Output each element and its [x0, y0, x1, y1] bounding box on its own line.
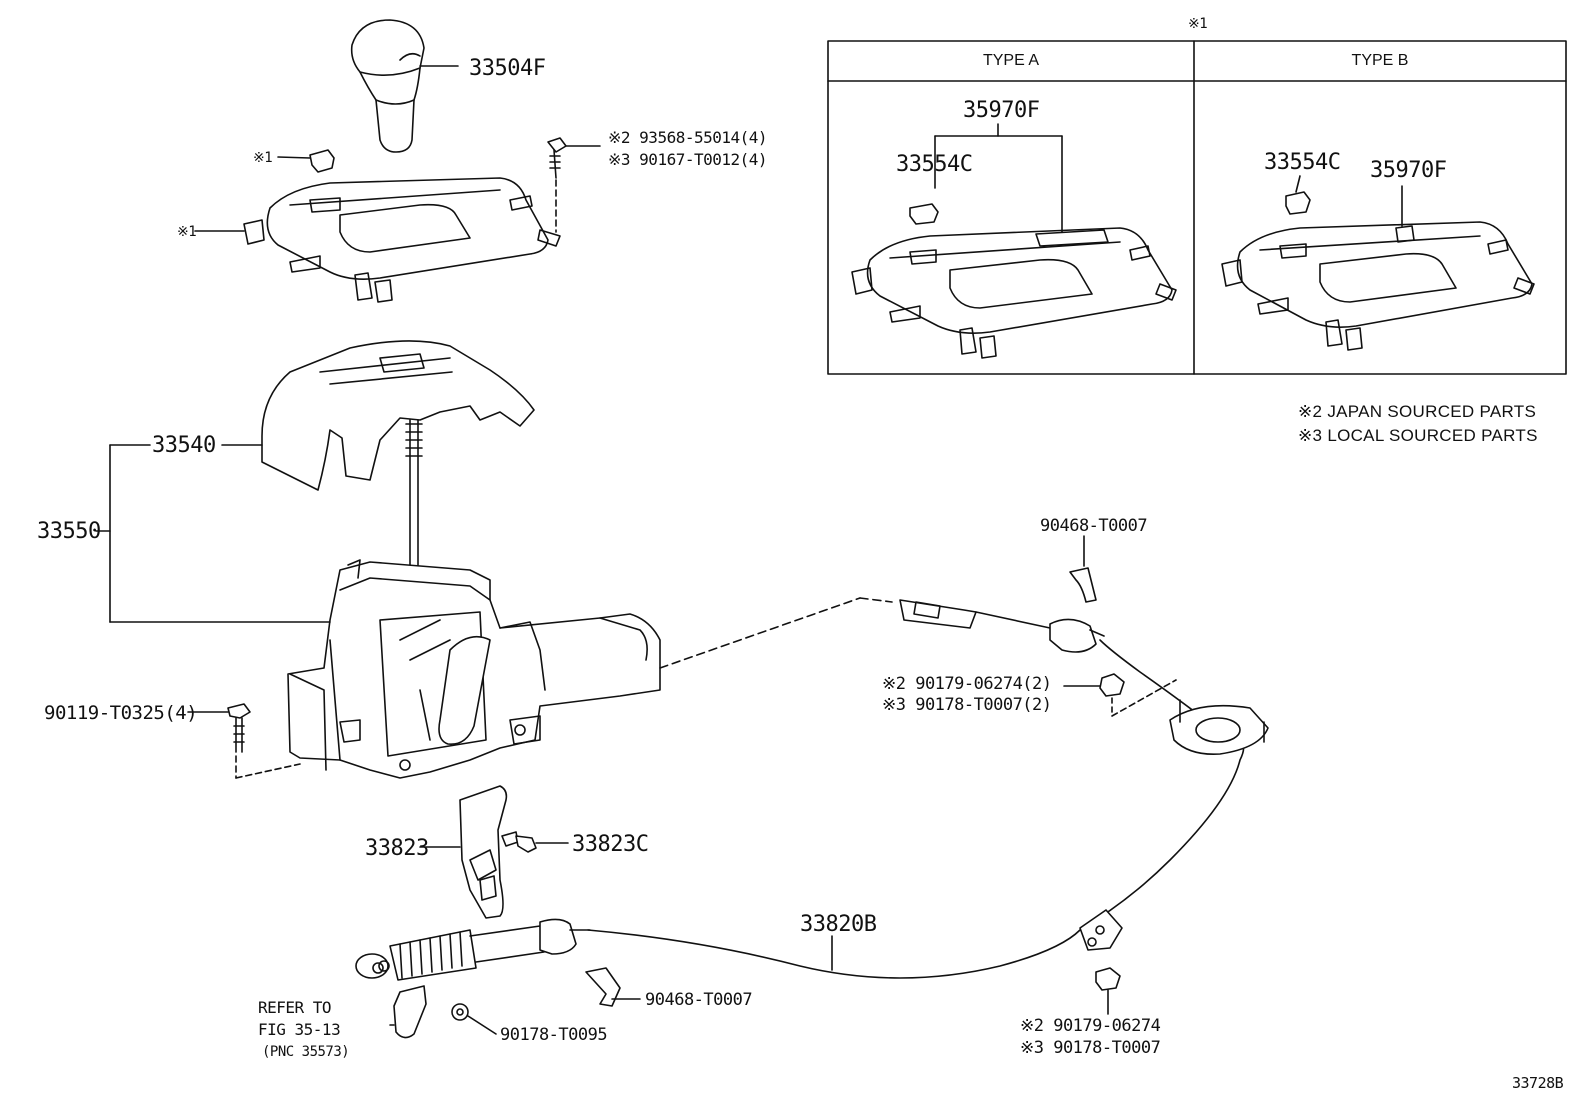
label-bracket[interactable]: 33823: [365, 836, 429, 861]
clip-top-drawing[interactable]: [277, 149, 335, 173]
label-lever-assy[interactable]: 33550: [37, 519, 101, 544]
shift-lever-base-drawing[interactable]: [109, 559, 661, 779]
bracket-bolt-drawing[interactable]: [501, 831, 569, 853]
label-bolt[interactable]: 90119-T0325(4): [44, 702, 198, 724]
label-refer-line3: (PNC 35573): [262, 1044, 350, 1060]
type-a-bezel-drawing[interactable]: [851, 123, 1177, 359]
label-nut-local-2[interactable]: ※3 90178-T0007(2): [882, 695, 1052, 715]
type-b-bezel-drawing[interactable]: [1221, 175, 1535, 351]
clip-upper-drawing[interactable]: [1069, 535, 1097, 603]
shift-knob-drawing[interactable]: [350, 19, 459, 153]
clip-lower-drawing[interactable]: [585, 967, 641, 1007]
label-refer-line1: REFER TO: [258, 998, 332, 1017]
note-japan-sourced: ※2 JAPAN SOURCED PARTS: [1298, 402, 1537, 421]
type-a-part-bezel[interactable]: 35970F: [963, 98, 1040, 123]
inset-mark: ※1: [1188, 16, 1208, 32]
lever-assy-bracket-line: [95, 444, 151, 623]
label-cover[interactable]: 33540: [152, 433, 216, 458]
label-screw-japan[interactable]: ※2 93568-55014(4): [608, 128, 768, 147]
cover-drawing[interactable]: [221, 340, 535, 491]
screw-top-drawing[interactable]: [547, 137, 601, 233]
type-b-header: TYPE B: [1351, 52, 1409, 69]
label-nut-japan[interactable]: ※2 90179-06274: [1020, 1016, 1161, 1036]
label-refer-line2: FIG 35-13: [258, 1020, 341, 1039]
nut-lower-drawing[interactable]: [1095, 967, 1121, 1015]
note-local-sourced: ※3 LOCAL SOURCED PARTS: [1298, 426, 1538, 445]
label-mark1-clip: ※1: [253, 150, 273, 166]
type-a-header: TYPE A: [982, 52, 1040, 69]
type-b-part-bezel[interactable]: 35970F: [1370, 158, 1447, 183]
label-mark1-bezel: ※1: [177, 224, 197, 240]
label-nut-local[interactable]: ※3 90178-T0007: [1020, 1038, 1161, 1058]
type-b-part-clip[interactable]: 33554C: [1264, 150, 1341, 175]
bracket-drawing[interactable]: [419, 785, 508, 919]
label-bracket-bolt[interactable]: 33823C: [572, 832, 649, 857]
shift-rod-drawing: [405, 419, 423, 581]
bolt-left-drawing[interactable]: [187, 703, 301, 779]
lever-cable-dashed-line: [659, 597, 861, 669]
bezel-main-drawing[interactable]: [194, 177, 561, 303]
label-nut-japan-2[interactable]: ※2 90179-06274(2): [882, 674, 1052, 694]
type-a-part-clip[interactable]: 33554C: [896, 152, 973, 177]
label-clip-lower[interactable]: 90468-T0007: [645, 990, 753, 1010]
nut-small-drawing[interactable]: [451, 1003, 497, 1035]
cable-drawing[interactable]: [355, 599, 1269, 1039]
label-cable[interactable]: 33820B: [800, 912, 877, 937]
label-clip-upper[interactable]: 90468-T0007: [1040, 516, 1148, 536]
inset-box: [827, 40, 1567, 375]
label-shift-knob[interactable]: 33504F: [469, 56, 546, 81]
nut-upper-drawing[interactable]: [1063, 673, 1177, 717]
diagram-id: 33728B: [1512, 1074, 1564, 1092]
label-nut-small[interactable]: 90178-T0095: [500, 1025, 608, 1045]
label-screw-local[interactable]: ※3 90167-T0012(4): [608, 150, 768, 169]
